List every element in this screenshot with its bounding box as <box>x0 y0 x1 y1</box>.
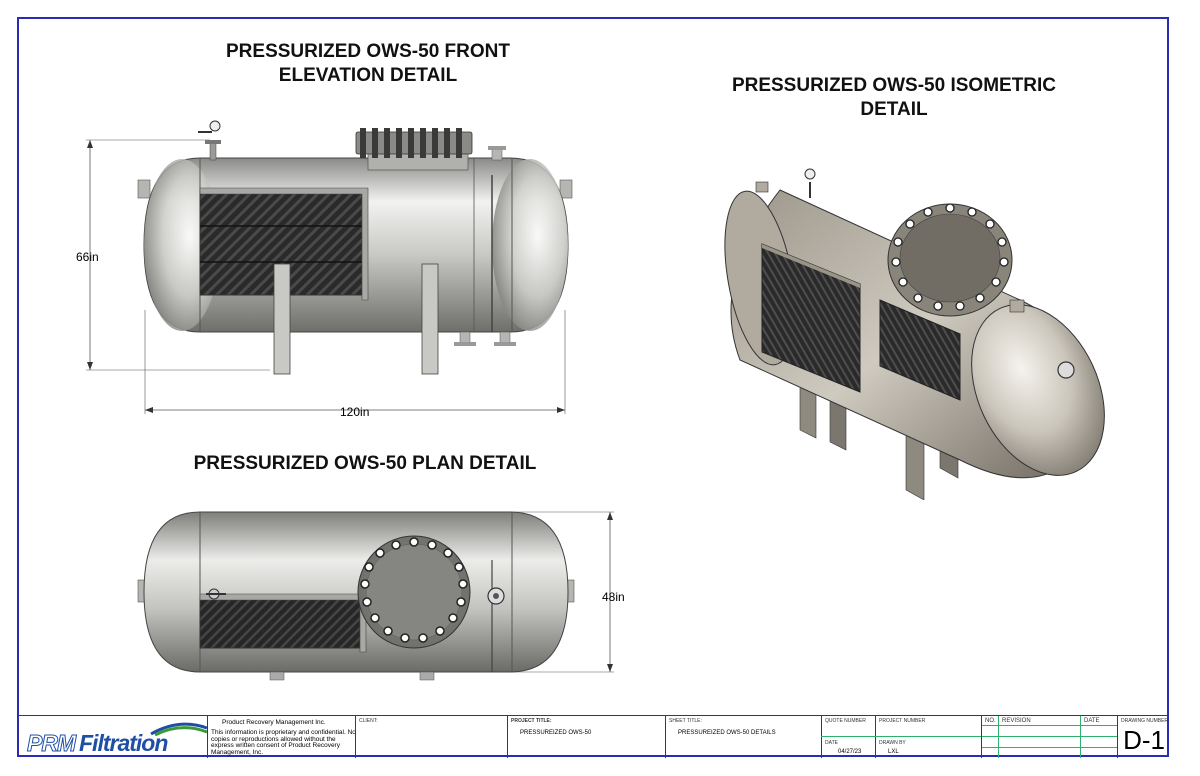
rev-date-label: DATE <box>1084 718 1100 724</box>
logo-prm-text: PRM <box>26 730 76 757</box>
drawing-number-cell: DRAWING NUMBER D-1 <box>1117 716 1169 758</box>
length-dimension: 120in <box>340 405 370 419</box>
drawing-number: D-1 <box>1123 725 1165 755</box>
client-label: CLIENT: <box>359 718 378 724</box>
revision-grid-line <box>998 716 999 758</box>
rev-no-label: NO. <box>985 718 996 724</box>
plan-title: PRESSURIZED OWS-50 PLAN DETAIL <box>193 453 537 474</box>
sheet-title-label: SHEET TITLE: <box>669 718 702 724</box>
sheet-border <box>17 17 1169 757</box>
flange-bolts <box>360 537 468 643</box>
quote-number-label: QUOTE NUMBER <box>825 718 866 724</box>
revision-grid-line <box>1080 716 1081 758</box>
drawn-by-label: DRAWN BY <box>879 740 906 746</box>
sheet-title-cell: SHEET TITLE: PRESSUREIZED OWS-50 DETAILS <box>665 716 821 758</box>
front-elevation-drawing <box>86 120 573 414</box>
project-title: PRESSUREIZED OWS-50 <box>520 730 592 736</box>
revision-label: REVISION <box>1002 718 1031 724</box>
front-elevation-title: PRESSURIZED OWS-50 FRONT ELEVATION DETAI… <box>226 41 510 86</box>
drawing-number-label: DRAWING NUMBER <box>1121 718 1169 724</box>
logo-swoosh-icon <box>150 722 208 736</box>
drawing-date: 04/27/23 <box>838 749 862 755</box>
revision-cell: NO. REVISION DATE <box>981 716 1118 758</box>
project-title-cell: PROJECT TITLE: PRESSUREIZED OWS-50 <box>507 716 665 758</box>
project-number-cell: PROJECT NUMBER DRAWN BY LXL <box>875 716 981 758</box>
project-number-label: PROJECT NUMBER <box>879 718 926 724</box>
client-cell: CLIENT: <box>355 716 507 758</box>
prm-logo: PRM Filtration <box>19 716 208 758</box>
quote-number-cell: QUOTE NUMBER DATE 04/27/23 <box>821 716 875 758</box>
title-block-divider <box>821 736 981 737</box>
revision-grid-line <box>982 747 1118 748</box>
isometric-drawing <box>724 168 1105 500</box>
revision-grid-line <box>982 725 1118 726</box>
drawn-by: LXL <box>888 749 899 755</box>
title-block: PRM Filtration Product Recovery Manageme… <box>19 715 1169 758</box>
company-name: Product Recovery Management Inc. <box>222 719 326 726</box>
isometric-title: PRESSURIZED OWS-50 ISOMETRIC DETAIL <box>731 75 1057 120</box>
plan-drawing <box>137 511 614 681</box>
project-title-label: PROJECT TITLE: <box>511 718 552 724</box>
revision-grid-line <box>982 736 1118 737</box>
height-dimension: 66in <box>76 250 99 264</box>
sheet-title: PRESSUREIZED OWS-50 DETAILS <box>678 730 776 736</box>
date-label: DATE <box>825 740 838 746</box>
width-dimension: 48in <box>602 590 625 604</box>
proprietary-notice: This information is proprietary and conf… <box>211 729 356 756</box>
company-cell: Product Recovery Management Inc. This in… <box>207 716 356 758</box>
logo-filtration-text: Filtration <box>79 730 168 756</box>
